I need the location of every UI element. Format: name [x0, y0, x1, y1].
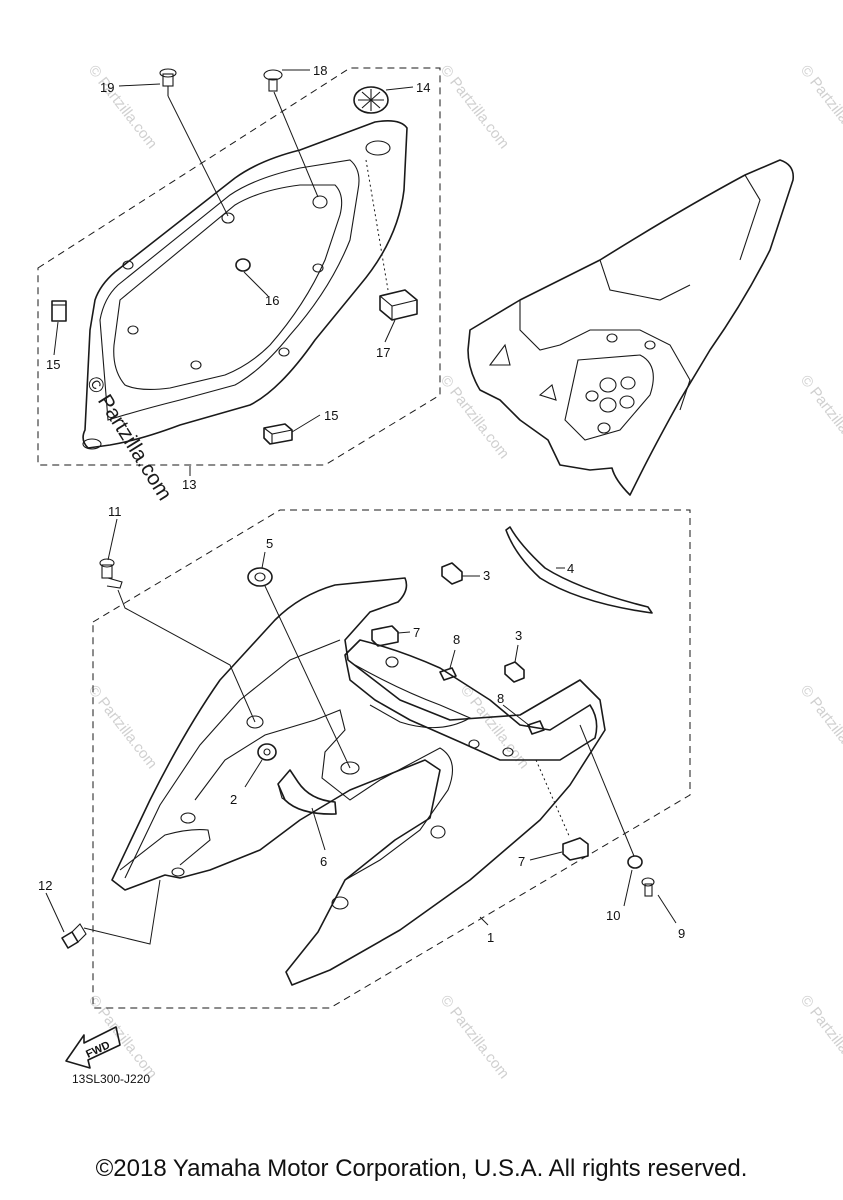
- inner-panel-hole: [502, 747, 514, 757]
- grommet-seat: [365, 140, 391, 156]
- trim-strip[interactable]: [505, 526, 653, 614]
- cover-hole: [171, 867, 185, 877]
- copyright-notice: ©2018 Yamaha Motor Corporation, U.S.A. A…: [95, 1155, 748, 1182]
- callout-3[interactable]: 3: [483, 568, 490, 583]
- watermark-text: © Partzilla.com: [85, 682, 161, 772]
- callout-2[interactable]: 2: [230, 792, 237, 807]
- watermark-text: © Partzilla.com: [797, 682, 843, 772]
- cover-hole: [331, 896, 349, 910]
- cover-hole: [180, 812, 196, 824]
- callout-8[interactable]: 8: [453, 632, 460, 647]
- clip-icon[interactable]: [527, 720, 545, 735]
- tail-frame: [467, 159, 795, 496]
- screw-icon[interactable]: [159, 68, 177, 96]
- bolt-icon[interactable]: [263, 69, 283, 92]
- callout-5[interactable]: 5: [266, 536, 273, 551]
- damper-pad-icon[interactable]: [562, 837, 589, 861]
- callout-12[interactable]: 12: [38, 878, 52, 893]
- washer-icon[interactable]: [627, 855, 643, 869]
- side-cover-panel[interactable]: [111, 577, 606, 986]
- leader-lines: [45, 69, 677, 933]
- pin-rivet-icon[interactable]: [61, 923, 87, 949]
- fwd-label: FWD: [84, 1039, 112, 1060]
- seat-cowl-window: [113, 184, 343, 391]
- watermark-text: © Partzilla.com: [797, 62, 843, 152]
- damper-block-icon[interactable]: [379, 289, 418, 321]
- watermark-text: © Partzilla.com: [797, 372, 843, 462]
- side-cover-lower-tab: [119, 829, 211, 871]
- callout-labels: 1 2 3 3 4 5 6 7 7 8 8 9 10 11 12 13 14 1…: [38, 63, 685, 945]
- seat-cowl-inner-rim: [99, 159, 360, 421]
- cover-hole: [246, 715, 264, 729]
- grommet-icon[interactable]: [247, 567, 273, 587]
- damper-pad-icon[interactable]: [263, 423, 293, 445]
- upper-assembly: [37, 67, 441, 466]
- panel-hole: [312, 263, 324, 273]
- panel-hole: [122, 260, 134, 270]
- washer-icon[interactable]: [235, 258, 251, 272]
- damper-pad-icon[interactable]: [371, 625, 399, 647]
- callout-17[interactable]: 17: [376, 345, 390, 360]
- clip-icon[interactable]: [439, 667, 457, 681]
- side-cover-inner-panel[interactable]: [344, 639, 598, 761]
- callout-9[interactable]: 9: [678, 926, 685, 941]
- callout-15[interactable]: 15: [324, 408, 338, 423]
- cover-hole: [340, 761, 360, 775]
- callout-15[interactable]: 15: [46, 357, 60, 372]
- assembly-boundary-lower: [92, 509, 691, 1009]
- bolt-icon[interactable]: [641, 877, 655, 897]
- callout-7[interactable]: 7: [518, 854, 525, 869]
- watermark-text: © Partzilla.com: [797, 992, 843, 1082]
- watermark-text-large: © Partzilla.com: [82, 372, 176, 504]
- panel-hole: [190, 360, 202, 370]
- inner-panel-rib: [354, 664, 472, 729]
- inner-panel-hole: [385, 656, 399, 668]
- watermark-text: © Partzilla.com: [437, 62, 513, 152]
- diagram-code: 13SL300-J220: [72, 1072, 151, 1086]
- panel-foot: [82, 438, 102, 450]
- callout-13[interactable]: 13: [182, 477, 196, 492]
- side-cover-cutout: [194, 709, 454, 881]
- panel-hole: [278, 347, 290, 357]
- callout-10[interactable]: 10: [606, 908, 620, 923]
- panel-hole: [312, 195, 328, 209]
- lower-assembly: [61, 509, 691, 1009]
- panel-hole: [127, 325, 139, 335]
- callout-6[interactable]: 6: [320, 854, 327, 869]
- seat-cowl-panel[interactable]: [82, 120, 408, 449]
- watermark-text: © Partzilla.com: [85, 62, 161, 152]
- callout-3[interactable]: 3: [515, 628, 522, 643]
- watermark-text: © Partzilla.com: [457, 682, 533, 772]
- nut-clip-icon[interactable]: [504, 661, 525, 683]
- panel-hole: [221, 212, 235, 224]
- callout-8[interactable]: 8: [497, 691, 504, 706]
- inner-panel-hole: [468, 739, 480, 749]
- grommet-icon[interactable]: [353, 86, 389, 114]
- watermark-text: © Partzilla.com: [437, 372, 513, 462]
- watermark-text: © Partzilla.com: [437, 992, 513, 1082]
- callout-4[interactable]: 4: [567, 561, 574, 576]
- callout-19[interactable]: 19: [100, 80, 114, 95]
- callout-1[interactable]: 1: [487, 930, 494, 945]
- cover-hole: [430, 825, 446, 839]
- callout-7[interactable]: 7: [413, 625, 420, 640]
- nut-clip-icon[interactable]: [441, 562, 463, 585]
- callout-14[interactable]: 14: [416, 80, 430, 95]
- air-duct-icon[interactable]: [277, 769, 337, 815]
- callout-16[interactable]: 16: [265, 293, 279, 308]
- washer-icon[interactable]: [257, 743, 277, 761]
- screw-icon[interactable]: [99, 558, 123, 589]
- callout-11[interactable]: 11: [108, 504, 122, 519]
- callout-18[interactable]: 18: [313, 63, 327, 78]
- damper-pad-icon[interactable]: [51, 300, 67, 322]
